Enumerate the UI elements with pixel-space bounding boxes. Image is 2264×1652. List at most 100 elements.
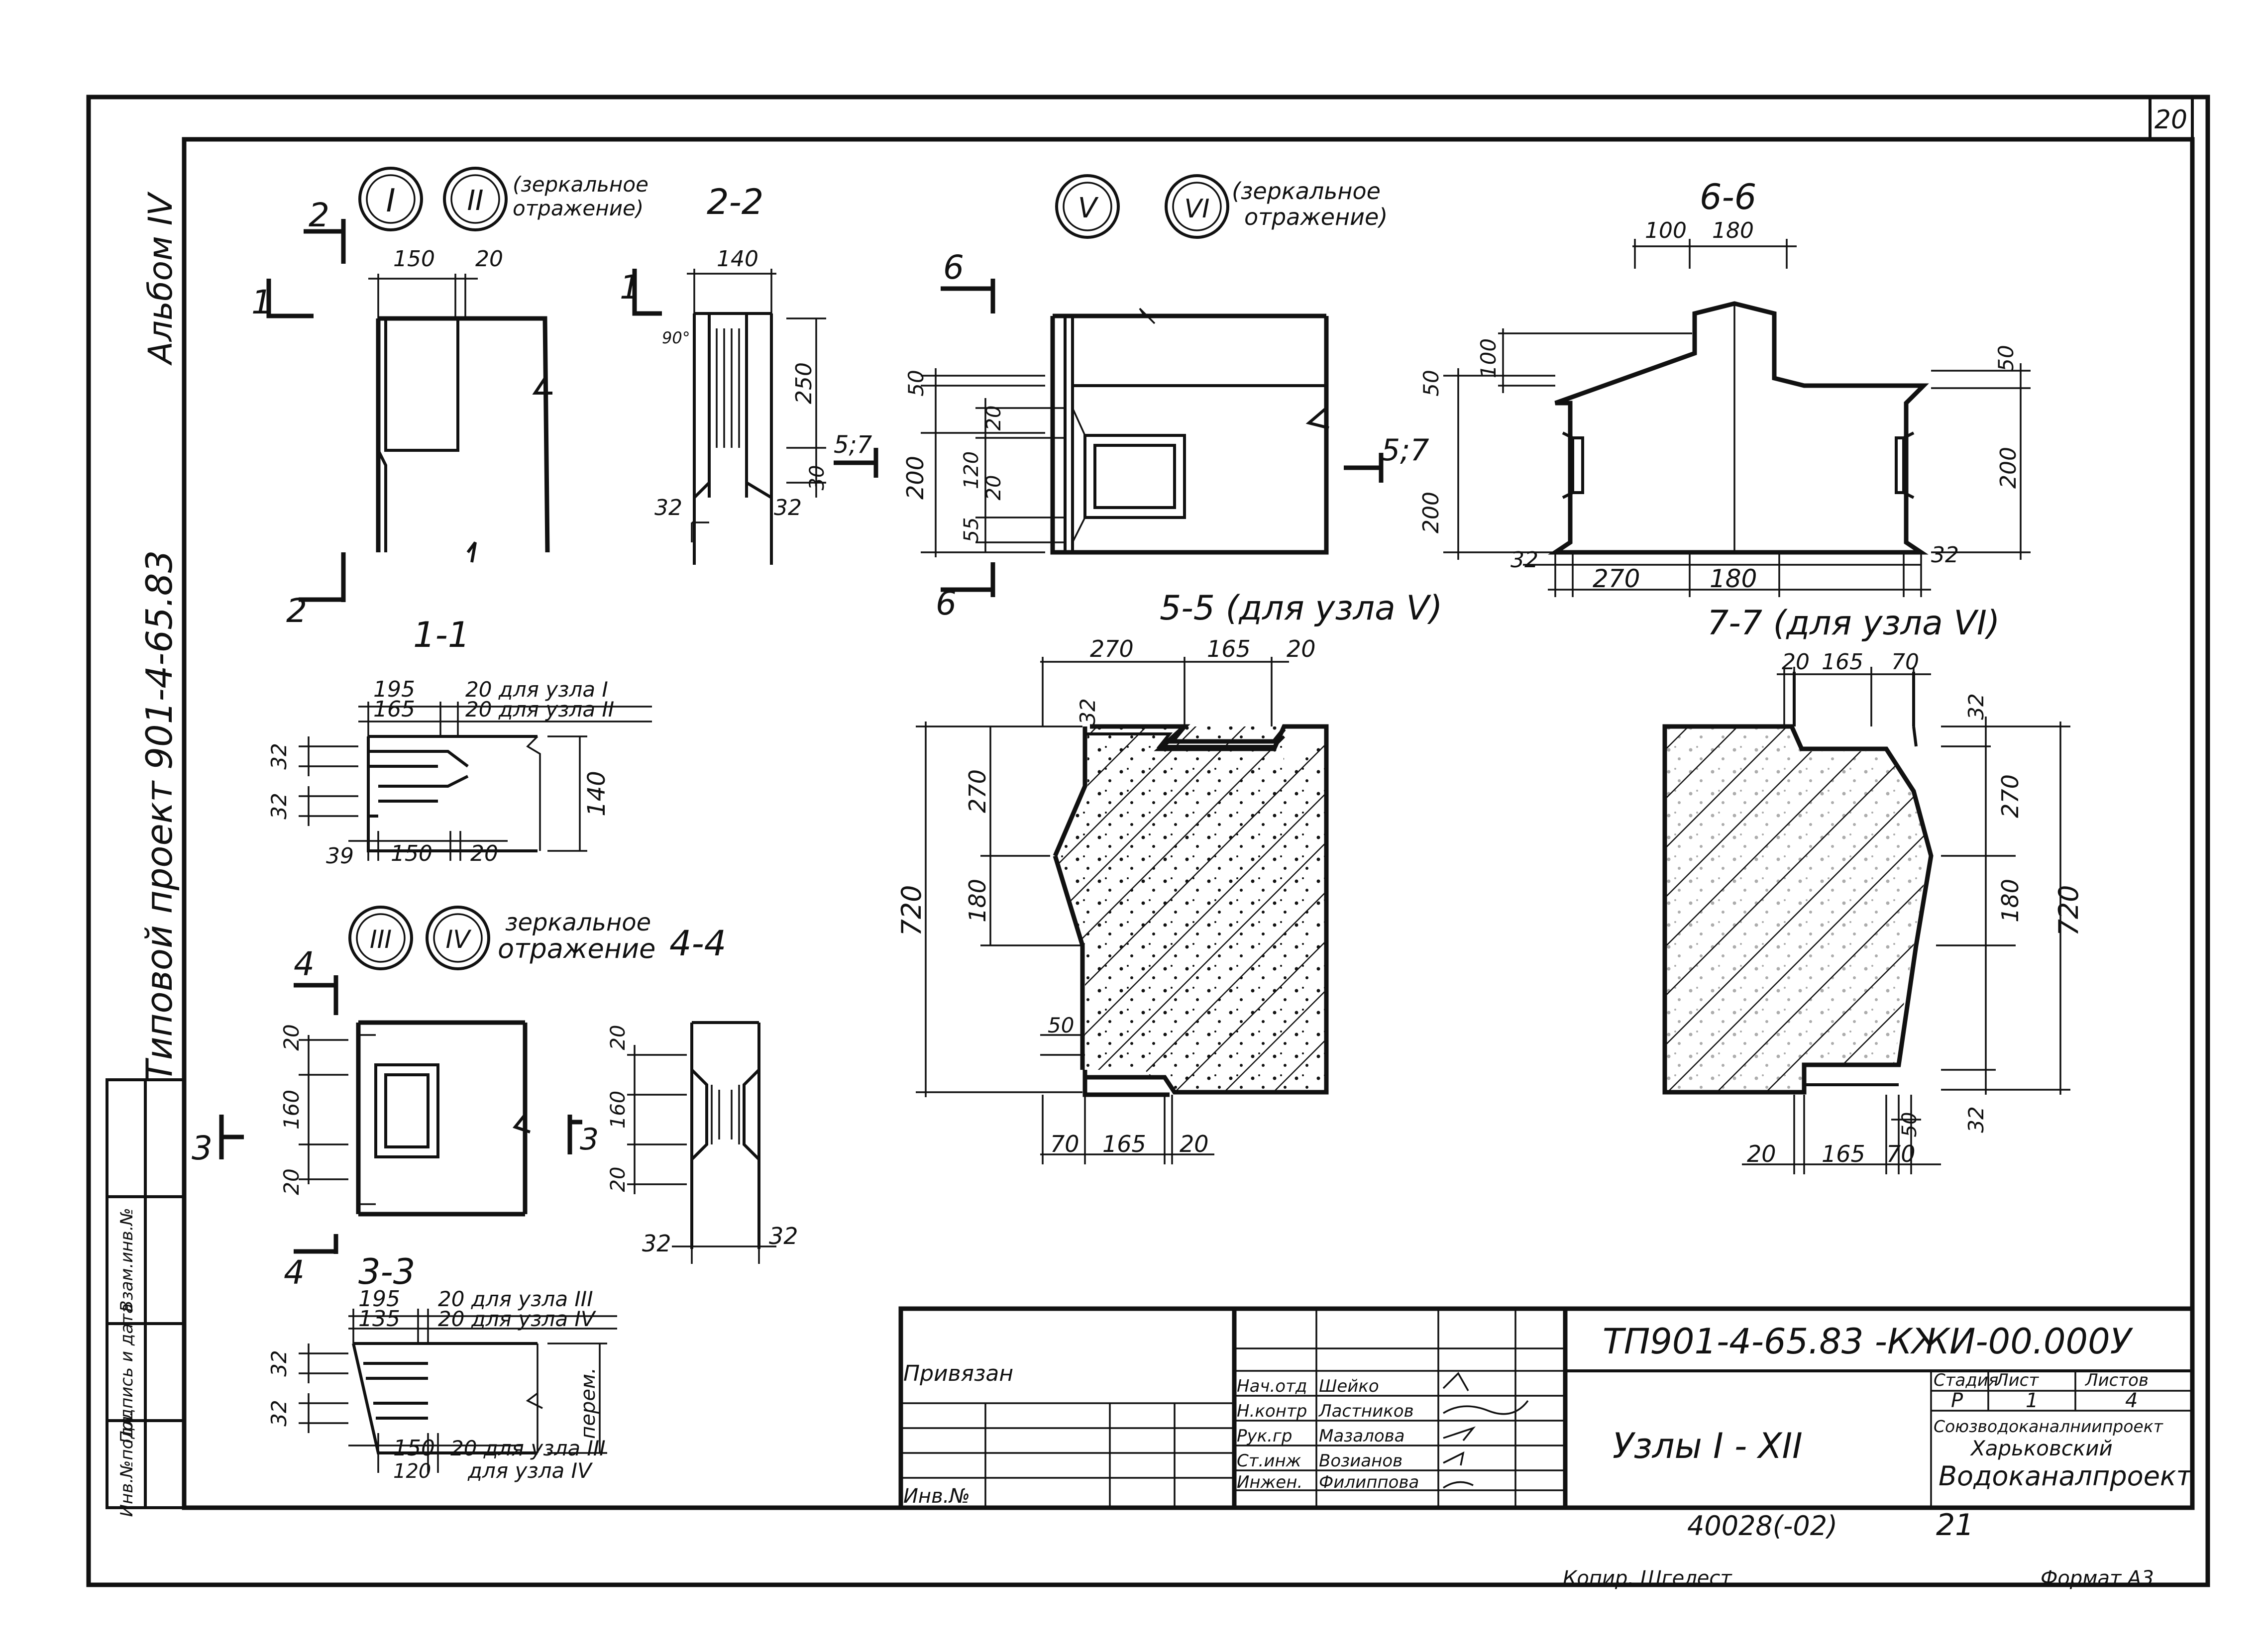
dim-55-h270: 270 xyxy=(964,769,991,813)
cut-3-left: 3 xyxy=(192,1129,213,1167)
node-circle-III xyxy=(348,906,413,970)
node-label-II: II xyxy=(467,185,483,217)
project-vertical-label: Типовой проект 901-4-65.83 xyxy=(138,550,180,1082)
dim-v200: 200 xyxy=(902,456,929,500)
cut-4-top: 4 xyxy=(294,945,315,983)
node-label-V: V xyxy=(1078,192,1099,224)
dim-32-a: 32 xyxy=(267,743,291,769)
stage-header: Стадия xyxy=(1934,1370,1998,1390)
cut-6-top: 6 xyxy=(943,248,964,287)
section-7-7: 7-7 (для узла VI) 20 165 70 32 270 180 7… xyxy=(1662,604,2084,1174)
dim-120: 120 xyxy=(393,1460,431,1483)
dim-77-h32b: 32 xyxy=(1964,1106,1988,1133)
section-3-3-label: 3-3 xyxy=(358,1251,415,1292)
node-label-VI: VI xyxy=(1185,194,1210,224)
section-7-7-label: 7-7 (для узла VI) xyxy=(1707,604,2000,643)
dim-r20-bot: 20 xyxy=(607,1167,630,1192)
dim-b32-right: 32 xyxy=(1931,542,1959,568)
dim-55-b20: 20 xyxy=(1180,1131,1209,1157)
strip-signature-label: Подпись и дата xyxy=(117,1303,137,1444)
angle-90: 90° xyxy=(662,328,690,347)
section-5-5-label: 5-5 (для узла V) xyxy=(1160,589,1442,628)
sheets-value: 4 xyxy=(2125,1389,2138,1412)
sig-name-3: Возианов xyxy=(1319,1451,1402,1471)
note-node-II: 20 для узла II xyxy=(465,697,614,722)
section-2-2-label: 2-2 xyxy=(707,182,763,222)
dim-32-33a: 32 xyxy=(267,1350,291,1376)
dim-39: 39 xyxy=(326,843,354,869)
dim-55-h720: 720 xyxy=(896,885,927,936)
drawing-title: Узлы I - XII xyxy=(1613,1426,1803,1466)
note-node-III-b: 20 для узла III xyxy=(450,1436,606,1460)
sheet-value: 1 xyxy=(2026,1389,2038,1412)
bottom-number: 40028(-02) xyxy=(1687,1510,1837,1542)
dim-perem: перем. xyxy=(577,1367,600,1439)
dim-55-h50: 50 xyxy=(1048,1013,1074,1037)
sig-role-4: Инжен. xyxy=(1237,1472,1302,1492)
sig-role-3: Ст.инж xyxy=(1237,1451,1301,1471)
org-line3: Водоканалпроект xyxy=(1939,1460,2193,1492)
dim-150: 150 xyxy=(393,246,435,272)
dim-h100: 100 xyxy=(1476,338,1501,378)
sig-name-4: Филиппова xyxy=(1319,1472,1419,1492)
dim-77-b70: 70 xyxy=(1886,1140,1916,1167)
dim-55-h32: 32 xyxy=(1076,698,1100,724)
dim-32-33b: 32 xyxy=(267,1400,291,1426)
dim-195: 195 xyxy=(373,677,415,702)
dim-77-h720: 720 xyxy=(2053,885,2084,936)
dim-b180: 180 xyxy=(1710,564,1757,593)
drawing-code: ТП901-4-65.83 -КЖИ-00.000У xyxy=(1603,1321,2134,1362)
dim-30: 30 xyxy=(806,465,829,491)
cut-57-right: 5;7 xyxy=(1381,433,1429,468)
node-label-I: I xyxy=(386,183,396,219)
sig-name-0: Шейко xyxy=(1319,1376,1379,1396)
strip-replace-label: Взам.инв.№ xyxy=(117,1208,137,1312)
node-circle-IV xyxy=(426,906,490,970)
node-circle-II xyxy=(443,167,508,231)
section-1-1-label: 1-1 xyxy=(413,615,470,655)
sig-name-2: Мазалова xyxy=(1319,1426,1405,1446)
dim-55-b70: 70 xyxy=(1050,1131,1079,1157)
dim-20-top: 20 xyxy=(279,1024,304,1050)
dim-20: 20 xyxy=(475,246,503,272)
node-circle-VI xyxy=(1165,174,1229,239)
dim-150-33: 150 xyxy=(393,1436,435,1461)
dim-e32-left: 32 xyxy=(642,1230,671,1257)
signature-scribbles xyxy=(1442,1372,1529,1489)
bound-label: Привязан xyxy=(903,1361,1013,1386)
dim-140-v: 140 xyxy=(583,771,611,817)
dim-195-33: 195 xyxy=(358,1286,400,1312)
dim-20-b: 20 xyxy=(470,841,498,866)
mirror-note-2a: зеркальное xyxy=(505,909,651,936)
dim-77-h32a: 32 xyxy=(1964,693,1988,720)
dim-135: 135 xyxy=(358,1306,400,1332)
dim-140: 140 xyxy=(717,246,758,272)
dim-77-t165: 165 xyxy=(1822,649,1863,675)
sheets-header: Листов xyxy=(2084,1370,2149,1390)
cut-1-right: 1 xyxy=(620,268,641,307)
mirror-note-2b: отражение xyxy=(498,933,655,964)
dim-b32-left: 32 xyxy=(1510,547,1538,573)
node-label-III: III xyxy=(370,925,392,954)
org-line1: Союзводоканалниипроект xyxy=(1934,1417,2164,1436)
dim-55-b165: 165 xyxy=(1102,1131,1146,1157)
dim-l200: 200 xyxy=(1418,492,1444,533)
dim-b270: 270 xyxy=(1593,564,1640,593)
dim-20-bot: 20 xyxy=(279,1168,304,1195)
dim-250: 250 xyxy=(791,362,817,404)
dim-e32-right: 32 xyxy=(769,1223,798,1249)
sig-role-2: Рук.гр xyxy=(1237,1426,1292,1446)
sheet-number-box xyxy=(2149,96,2194,141)
org-line2: Харьковский xyxy=(1970,1436,2113,1460)
title-block: Привязан Инв.№ Нач.отд Шейко Н.контр Лас… xyxy=(898,1306,2195,1510)
dim-v55: 55 xyxy=(960,517,983,543)
cut-57-label: 5;7 xyxy=(834,431,872,459)
left-approval-strip: Инв.№подл. Подпись и дата Взам.инв.№ xyxy=(106,1078,186,1517)
note-node-IV-b: для узла IV xyxy=(467,1458,593,1483)
dim-32-left: 32 xyxy=(654,495,682,520)
dim-77-t70: 70 xyxy=(1891,649,1919,675)
